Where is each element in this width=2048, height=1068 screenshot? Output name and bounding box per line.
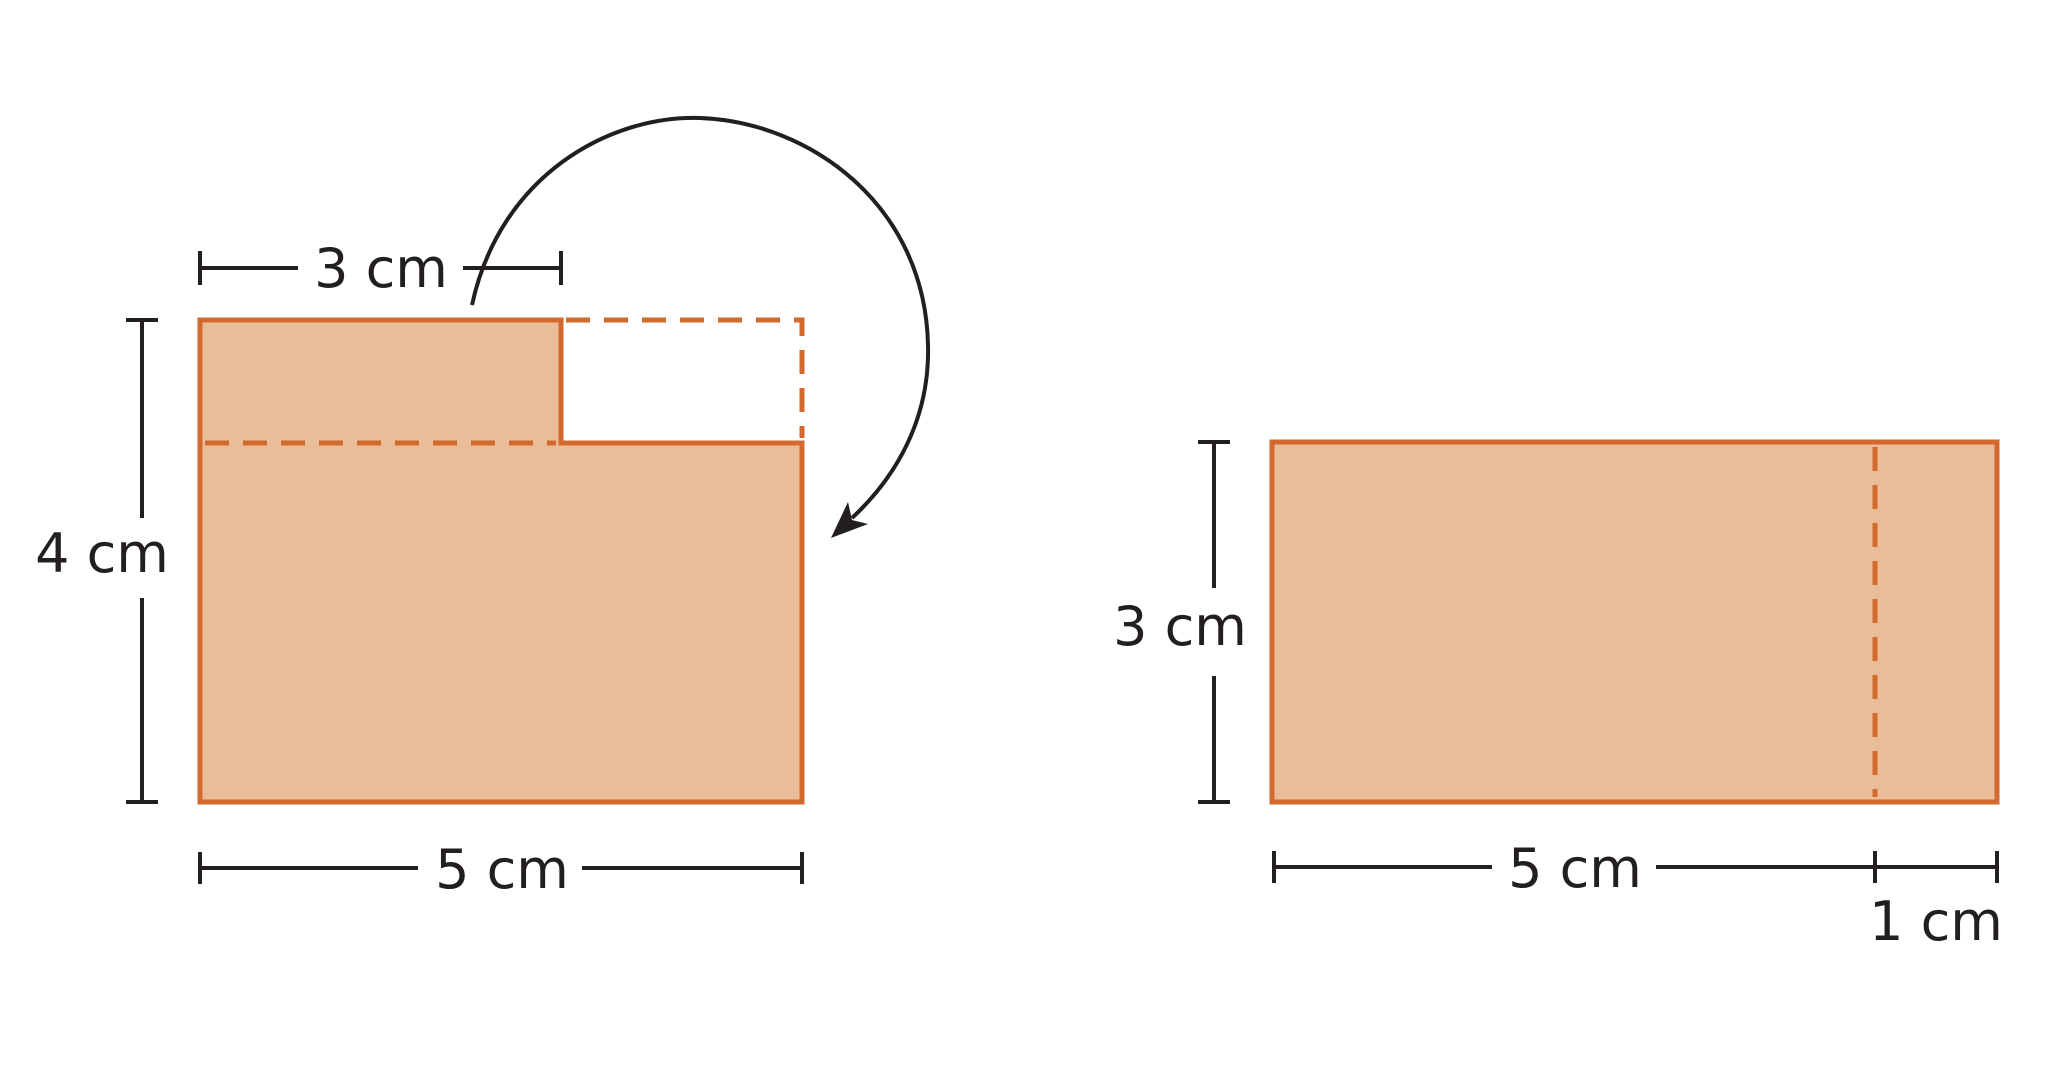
- left-l-shape: [197, 317, 805, 805]
- left-height-dimension: 4 cm: [35, 318, 169, 804]
- right-bottom-width-dimension: 5 cm: [1272, 837, 1877, 900]
- left-figure: 3 cm 4 cm 5 cm: [35, 115, 931, 901]
- right-figure: 3 cm 5 cm 1 cm: [1113, 439, 2003, 953]
- rotation-arrowhead-icon: [831, 502, 868, 538]
- right-bottom-width-label: 5 cm: [1508, 837, 1642, 900]
- right-extra-width-dimension: 1 cm: [1869, 851, 2003, 953]
- left-bottom-width-label: 5 cm: [435, 838, 569, 901]
- rotation-arrow: [470, 115, 931, 520]
- right-extra-width-label: 1 cm: [1869, 890, 2003, 953]
- right-rectangle: [1269, 439, 2000, 805]
- right-height-dimension: 3 cm: [1113, 440, 1247, 804]
- left-dashed-missing-piece: [566, 317, 805, 438]
- left-height-label: 4 cm: [35, 522, 169, 585]
- top-width-dimension: 3 cm: [198, 237, 563, 300]
- left-bottom-width-dimension: 5 cm: [198, 838, 804, 901]
- right-height-label: 3 cm: [1113, 595, 1247, 658]
- top-width-label: 3 cm: [314, 237, 448, 300]
